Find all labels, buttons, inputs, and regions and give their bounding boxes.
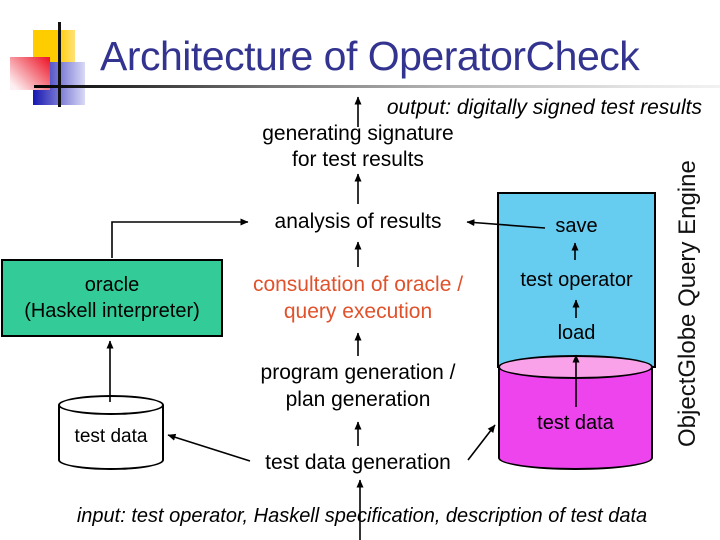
objectglobe-query-engine-label: ObjectGlobe Query Engine (674, 160, 701, 447)
title-underline (34, 85, 720, 88)
input-caption: input: test operator, Haskell specificat… (76, 505, 648, 527)
engine-load-label: load (557, 322, 596, 344)
step-program-generation-line1: program generation / (260, 361, 456, 384)
step-consultation-of-oracle: consultation of oracle / query execution (183, 271, 533, 325)
step-generating-signature-line1: generating signature (262, 122, 454, 145)
local-test-data-label: test data (74, 426, 148, 447)
step-generating-signature: generating signature for test results (183, 121, 533, 173)
step-consultation-line2: query execution (283, 300, 433, 323)
step-generating-signature-line2: for test results (292, 148, 424, 171)
step-program-generation: program generation / plan generation (183, 359, 533, 413)
output-caption: output: digitally signed test results (386, 96, 702, 119)
logo-red-square (10, 57, 50, 90)
step-consultation-line1: consultation of oracle / (252, 273, 464, 296)
step-test-data-generation: test data generation (265, 451, 451, 474)
step-program-generation-line2: plan generation (285, 388, 431, 411)
oracle-box: oracle (Haskell interpreter) (1, 259, 223, 337)
engine-test-data-label: test data (537, 412, 614, 434)
logo-cross-line (58, 22, 61, 107)
step-analysis-of-results: analysis of results (274, 210, 442, 233)
engine-save-label: save (555, 215, 598, 237)
slide-title: Architecture of OperatorCheck (100, 33, 640, 79)
oracle-box-line2: (Haskell interpreter) (24, 300, 200, 322)
oracle-box-line1: oracle (84, 274, 140, 296)
local-test-data-cylinder-top (58, 395, 164, 415)
engine-test-operator-label: test operator (520, 269, 633, 291)
